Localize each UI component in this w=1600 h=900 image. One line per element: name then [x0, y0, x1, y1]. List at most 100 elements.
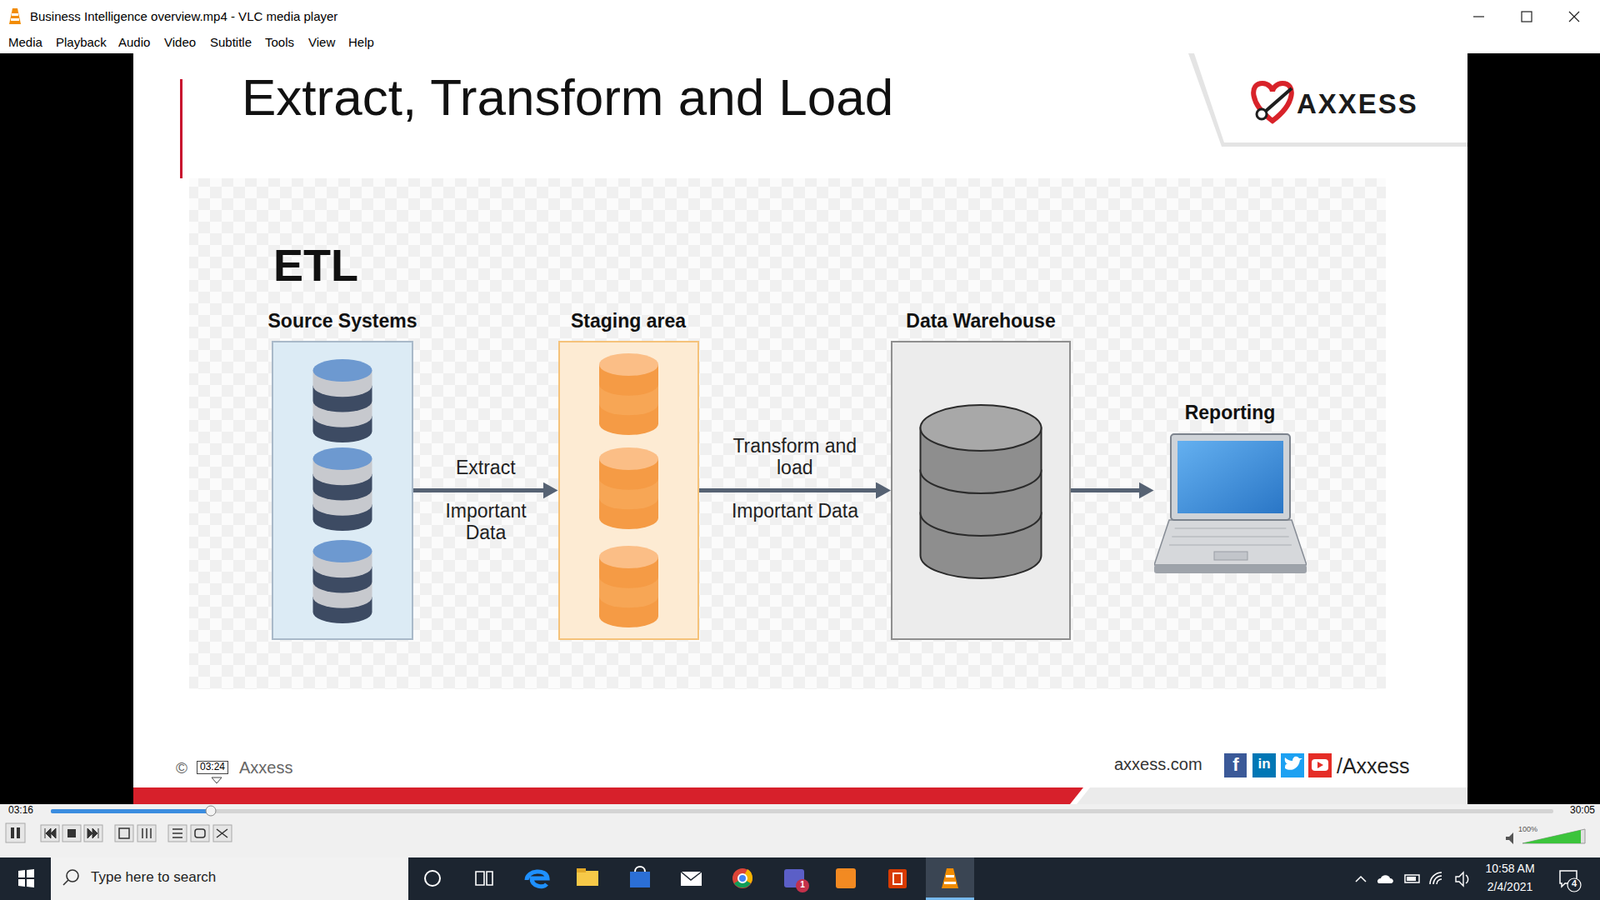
close-button	[1569, 11, 1580, 22]
loop-button	[190, 825, 210, 842]
taskbar	[0, 857, 1600, 900]
store-icon	[630, 871, 650, 888]
node-box	[558, 340, 700, 640]
copyright-mark: ©	[175, 759, 188, 778]
seek-knob	[205, 805, 216, 816]
seek-progress	[50, 809, 211, 814]
node-heading: Source Systems	[264, 310, 422, 334]
volume-level: 100%	[1518, 825, 1538, 834]
next-button	[84, 825, 103, 842]
task-view-icon	[475, 871, 493, 885]
maximize-button	[1521, 11, 1532, 22]
pause-bar	[16, 827, 20, 839]
badge-count: 1	[800, 880, 805, 890]
menu-item: Tools	[265, 35, 295, 50]
start-button	[18, 869, 35, 888]
loop-glyph	[195, 829, 205, 838]
cylinder-top	[312, 447, 372, 470]
mail-flap	[680, 871, 702, 880]
youtube-play	[1317, 761, 1324, 769]
battery-icon	[1405, 875, 1420, 883]
footer-stripe	[133, 787, 1084, 805]
checkered-background	[189, 178, 1386, 690]
node-box	[271, 340, 414, 640]
shuffle-glyph	[216, 829, 228, 838]
battery-level	[1406, 876, 1416, 881]
database-cylinder	[312, 359, 372, 443]
store-handle	[635, 866, 645, 872]
fullscreen-glyph	[119, 828, 130, 839]
search-icon-handle	[63, 880, 69, 885]
flow-arrow	[1070, 488, 1146, 493]
vlc-taskbar-stripe	[945, 875, 955, 878]
flow-arrow	[699, 488, 884, 493]
process-box: Data Warehouse	[890, 310, 1071, 640]
menu-item: View	[308, 35, 335, 50]
minimize-button	[1473, 15, 1485, 17]
pause-button	[5, 823, 25, 843]
seek-track	[50, 809, 1554, 814]
logo-heart	[1253, 83, 1292, 121]
laptop-figure	[1154, 433, 1307, 574]
database-cylinder	[312, 540, 372, 624]
playlist-button	[168, 825, 187, 842]
previous-glyph	[45, 828, 56, 839]
chrome-center	[738, 874, 747, 883]
facebook-letter: f	[1232, 754, 1239, 775]
window-title: Business Intelligence overview.mp4 - VLC…	[30, 9, 338, 24]
node-heading: Reporting	[1154, 401, 1307, 425]
diagram-heading: ETL	[273, 239, 359, 291]
tray-expand	[1355, 876, 1366, 882]
playlist-glyph	[172, 829, 183, 838]
vlc-icon	[9, 8, 21, 25]
menu-item: Video	[164, 35, 196, 50]
teams-badge	[795, 879, 810, 893]
volume-icon	[1505, 832, 1514, 845]
speaker-icon	[1455, 872, 1469, 886]
vlc-taskbar-stripe	[944, 881, 956, 885]
laptop-drawing	[1154, 433, 1307, 574]
file-explorer-icon	[576, 870, 599, 886]
clock-date: 2/4/2021	[1487, 880, 1534, 894]
keyboard-row	[1174, 527, 1286, 529]
search-placeholder: Type here to search	[90, 869, 216, 886]
logo-key-ring	[1256, 109, 1267, 120]
brand-logo: AXXESS	[1296, 88, 1419, 120]
facebook-icon	[1224, 753, 1247, 778]
cylinder-drawing	[560, 342, 701, 642]
extended-settings-button	[137, 825, 156, 842]
cylinder-drawing	[273, 342, 415, 642]
chrome-icon	[732, 868, 753, 889]
elapsed-time: 03:16	[8, 805, 34, 817]
linkedin-letters: in	[1257, 755, 1270, 773]
laptop-screen	[1177, 440, 1284, 514]
edge-icon	[526, 871, 548, 887]
database-cylinder	[312, 447, 372, 531]
laptop-touchpad	[1214, 551, 1248, 560]
menu-item: Playback	[55, 35, 107, 50]
social-handle: /Axxess	[1336, 754, 1410, 779]
cylinder-top	[312, 359, 372, 382]
search-icon	[66, 870, 79, 882]
active-app-highlight	[925, 857, 975, 900]
onedrive-icon	[1377, 875, 1394, 884]
database-cylinder	[599, 545, 659, 628]
flow-note: Important Data	[703, 500, 887, 522]
logo-tab	[1194, 53, 1468, 143]
total-time: 30:05	[1570, 805, 1595, 817]
edge-label: Extract	[455, 456, 516, 479]
cylinder-drawing	[892, 342, 1073, 642]
extended-settings-glyph	[142, 828, 151, 839]
pause-bar	[10, 827, 15, 839]
logo-tab-shadow	[1188, 53, 1468, 147]
clock-time: 10:58 AM	[1485, 861, 1535, 875]
cylinder-top	[599, 353, 659, 376]
menu-item: Media	[8, 35, 43, 50]
footer-brand: Axxess	[239, 758, 293, 778]
title-accent-bar	[180, 79, 183, 179]
badge-count: 4	[1571, 878, 1577, 890]
keyboard-row	[1171, 535, 1289, 537]
flow-arrow	[413, 488, 550, 493]
footer-stripe-grey	[1076, 787, 1468, 805]
